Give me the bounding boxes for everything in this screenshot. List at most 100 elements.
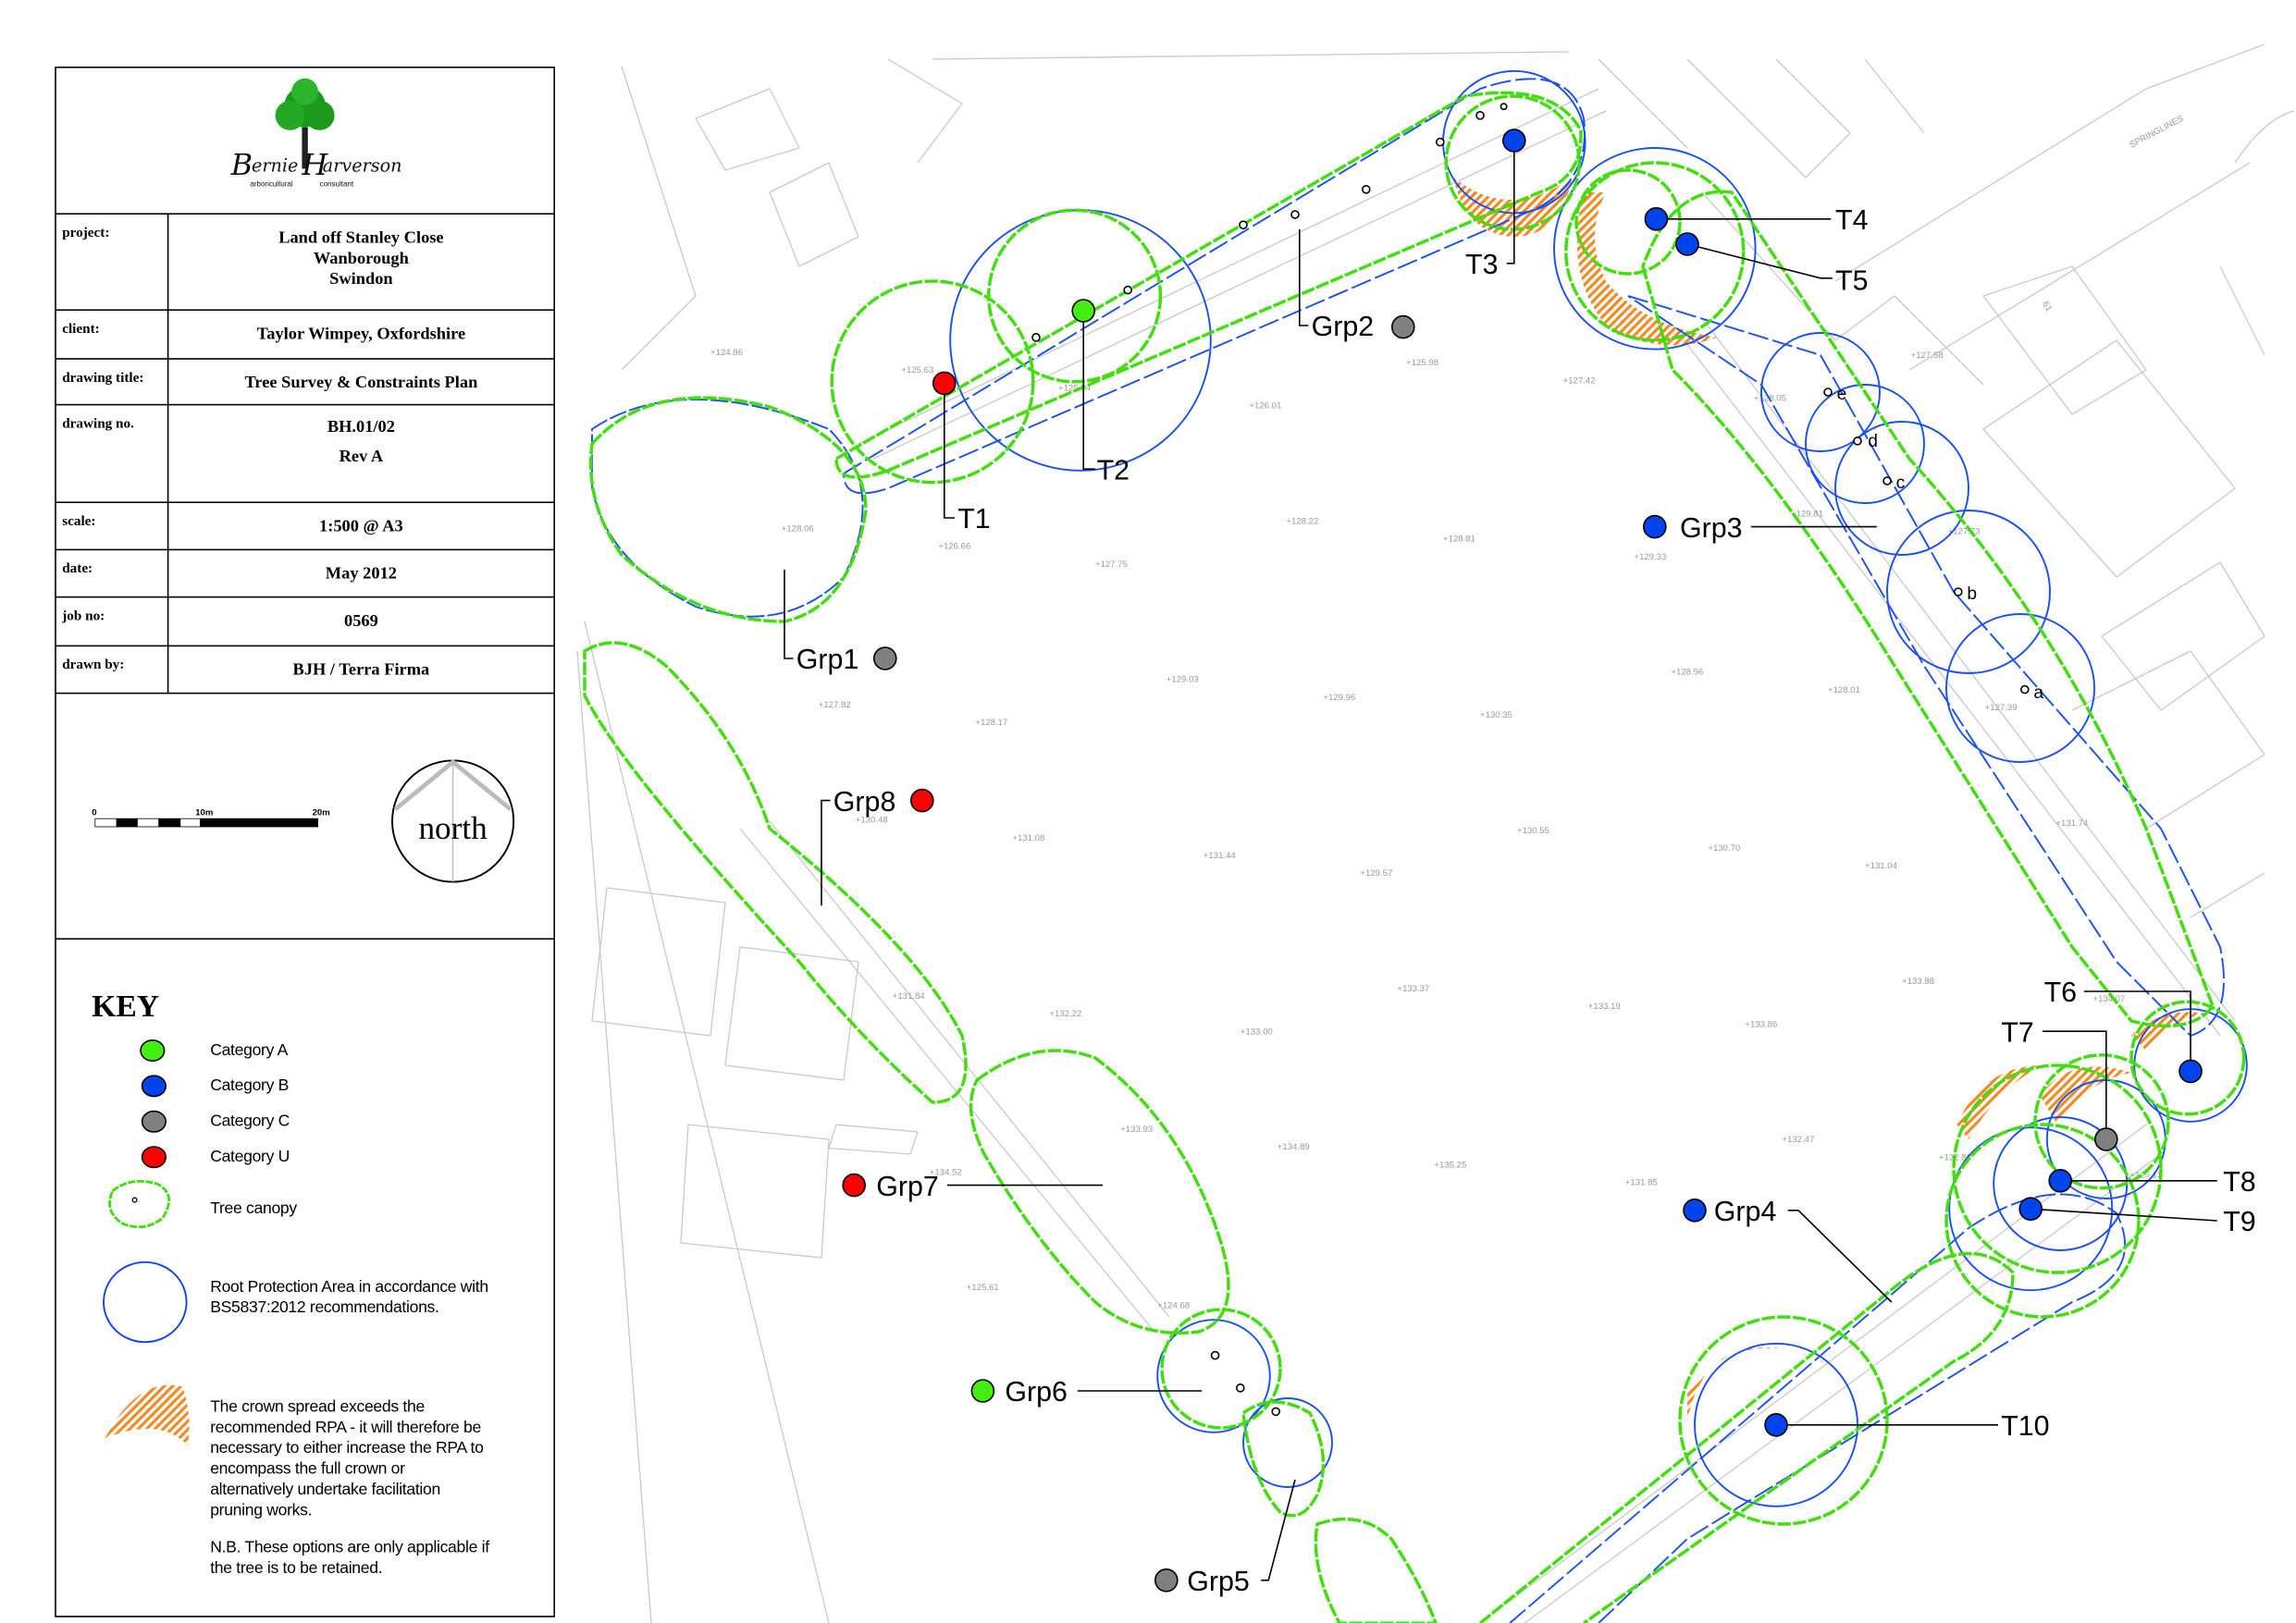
tree-label: T9 bbox=[2223, 1206, 2255, 1237]
category-u-swatch-icon bbox=[141, 1146, 167, 1169]
spot-height-label: +131.08 bbox=[1012, 833, 1044, 843]
group-grp4-marker[interactable] bbox=[1683, 1199, 1707, 1223]
legend-label: Category U bbox=[210, 1148, 290, 1166]
tree-label: T5 bbox=[1835, 265, 1868, 297]
field-label: drawing no. bbox=[62, 417, 134, 433]
spot-height-label: +133.86 bbox=[1745, 1019, 1777, 1029]
spot-height-label: +130.55 bbox=[1517, 826, 1549, 836]
spot-height-label: +130.48 bbox=[856, 816, 888, 826]
group-label: Grp4 bbox=[1714, 1196, 1777, 1227]
legend-label: Category B bbox=[210, 1076, 290, 1095]
tree-t6-marker[interactable] bbox=[2179, 1059, 2203, 1084]
tree-t9-marker[interactable] bbox=[2018, 1197, 2043, 1222]
spot-height-label: +130.35 bbox=[1480, 710, 1512, 720]
spot-height-label: +127.73 bbox=[1948, 527, 1981, 537]
scale-label: 0 bbox=[92, 808, 96, 818]
spot-height-label: +133.00 bbox=[1241, 1027, 1273, 1037]
group-label: Grp6 bbox=[1005, 1376, 1068, 1408]
tree-t8-marker[interactable] bbox=[2048, 1169, 2073, 1193]
tree-label: T4 bbox=[1835, 204, 1869, 236]
legend-symbols bbox=[103, 1039, 190, 1446]
spot-height-label: +125.63 bbox=[901, 365, 933, 375]
tree-t10-marker[interactable] bbox=[1764, 1413, 1788, 1437]
spot-height-label: +132.47 bbox=[1782, 1135, 1814, 1145]
tree-t4-marker[interactable] bbox=[1644, 207, 1669, 231]
spot-height-label: +129.03 bbox=[1167, 675, 1199, 685]
tree-t1-marker[interactable] bbox=[932, 371, 957, 396]
spot-height-label: +129.57 bbox=[1360, 868, 1392, 879]
group-grp5-marker[interactable] bbox=[1154, 1568, 1179, 1592]
group-grp2-marker[interactable] bbox=[1391, 314, 1415, 339]
svg-text:B: B bbox=[230, 147, 253, 182]
job-no-row: job no:0569 bbox=[56, 596, 554, 647]
group-grp8-marker[interactable] bbox=[910, 788, 934, 813]
north-arrow: north bbox=[391, 758, 515, 883]
client-row: client:Taylor Wimpey, Oxfordshire bbox=[56, 309, 554, 360]
spot-height-label: +127.42 bbox=[1563, 375, 1596, 386]
tree-label: T7 bbox=[2001, 1016, 2033, 1048]
legend-label: Root Protection Area in accordance with … bbox=[210, 1278, 488, 1317]
spot-height-label: +128.01 bbox=[1828, 685, 1860, 695]
spot-height-label: +127.39 bbox=[1985, 703, 2018, 713]
spot-height-label: +128.06 bbox=[782, 523, 814, 534]
spot-height-label: +134.89 bbox=[1278, 1142, 1310, 1152]
spot-height-label: +125.98 bbox=[1406, 358, 1438, 368]
tree-markers bbox=[842, 129, 2203, 1592]
group-label: Grp7 bbox=[876, 1171, 939, 1202]
spot-height-label: +130.70 bbox=[1708, 843, 1740, 854]
spot-height-label: +128.81 bbox=[1443, 535, 1475, 545]
spot-height-label: +129.96 bbox=[1323, 693, 1355, 703]
scale-bar: 0 10m 20m bbox=[92, 808, 330, 828]
spot-height-label: +128.17 bbox=[975, 718, 1007, 728]
tree-t5-marker[interactable] bbox=[1675, 232, 1699, 256]
spot-height-label: +134.52 bbox=[930, 1167, 962, 1177]
project-line: Land off Stanley Close bbox=[278, 229, 444, 248]
spot-height-label: +125.61 bbox=[967, 1283, 999, 1293]
spot-height-label: +127.75 bbox=[1095, 559, 1128, 570]
spot-height-label: +133.93 bbox=[1120, 1125, 1153, 1135]
client-value: Taylor Wimpey, Oxfordshire bbox=[167, 311, 554, 360]
tree-labels: T1 T2 T3 T4 T5 T6 T7 T8 T9 T10 Grp1 Grp2… bbox=[796, 204, 2256, 1597]
legend-title: KEY bbox=[92, 988, 160, 1025]
spot-heights: +124.86+125.63+125.84+126.01+125.98+127.… bbox=[710, 348, 2162, 1310]
drawing-title-row: drawing title:Tree Survey & Constraints … bbox=[56, 358, 554, 406]
spot-height-label: +131.04 bbox=[1865, 861, 1898, 871]
spot-height-label: +132.22 bbox=[1049, 1009, 1081, 1019]
tree-label: T10 bbox=[2001, 1410, 2049, 1442]
group-grp3-marker[interactable] bbox=[1643, 514, 1667, 539]
drawing-number: BH.01/02 bbox=[327, 418, 395, 436]
tree-label: T1 bbox=[957, 503, 990, 535]
north-label: north bbox=[418, 810, 488, 846]
revision: Rev A bbox=[339, 448, 384, 466]
group-grp6-marker[interactable] bbox=[970, 1379, 995, 1403]
group-grp7-marker[interactable] bbox=[842, 1173, 867, 1198]
date-value: May 2012 bbox=[167, 550, 554, 598]
tree-t2-marker[interactable] bbox=[1071, 299, 1096, 323]
spot-height-label: +126.01 bbox=[1249, 401, 1281, 412]
tree-t3-marker[interactable] bbox=[1502, 129, 1526, 153]
spot-height-label: +127.82 bbox=[819, 700, 851, 710]
spot-height-label: +131.85 bbox=[1625, 1178, 1658, 1188]
legend-label: The crown spread exceeds the recommended… bbox=[210, 1398, 484, 1520]
tree-label: T3 bbox=[1465, 249, 1498, 280]
drawn-by-row: drawn by:BJH / Terra Firma bbox=[56, 645, 554, 695]
leader-lines bbox=[784, 141, 2217, 1581]
spot-height-label: +135.25 bbox=[1434, 1160, 1466, 1170]
scale-row: scale:1:500 @ A3 bbox=[56, 501, 554, 551]
legend-label: Category C bbox=[210, 1113, 290, 1131]
svg-text:arverson: arverson bbox=[323, 155, 402, 177]
group-member-stems bbox=[1031, 103, 2030, 1417]
legend: KEY Category A Category B Category C Cat… bbox=[56, 938, 554, 1616]
rpa-circle-icon bbox=[103, 1260, 188, 1344]
legend-label: N.B. These options are only applicable i… bbox=[210, 1539, 489, 1578]
spot-height-label: +133.19 bbox=[1588, 1002, 1621, 1012]
field-label: drawing title: bbox=[62, 371, 144, 387]
date-row: date:May 2012 bbox=[56, 548, 554, 598]
group-label: Grp3 bbox=[1680, 512, 1743, 544]
group-grp1-marker[interactable] bbox=[873, 646, 897, 670]
tree-t7-marker[interactable] bbox=[2094, 1127, 2118, 1151]
spot-height-label: +128.22 bbox=[1286, 516, 1318, 526]
field-label: job no: bbox=[62, 609, 105, 625]
